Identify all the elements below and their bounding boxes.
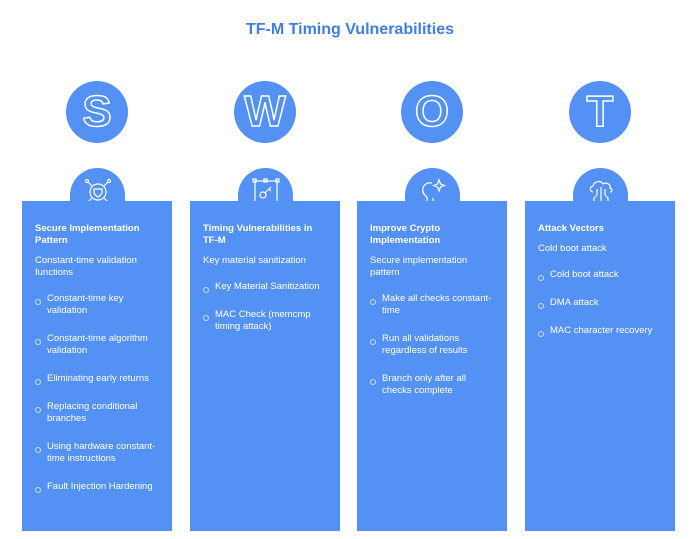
list-item: Eliminating early returns — [35, 373, 160, 385]
letter-badge: T — [569, 81, 631, 143]
list-item: Fault Injection Hardening — [35, 481, 160, 493]
swot-column-s: S Secure Implementation Pattern Constant… — [22, 0, 172, 539]
page-title: TF-M Timing Vulnerabilities — [245, 21, 454, 38]
list-item: Run all validations regardless of result… — [370, 333, 495, 357]
list-item: Key Material Sanitization — [203, 281, 328, 293]
letter-badge: O — [401, 81, 463, 143]
list-item: Make all checks constant-time — [370, 293, 495, 317]
swot-card: Timing Vulnerabilities in TF-M Key mater… — [190, 201, 340, 531]
list-item: Constant-time key validation — [35, 293, 160, 317]
card-heading: Timing Vulnerabilities in TF-M — [203, 223, 313, 246]
swot-column-t: T Attack Vectors Cold boot attack Cold b… — [525, 0, 675, 539]
card-subtitle: Cold boot attack — [538, 243, 607, 254]
swot-card: Attack Vectors Cold boot attack Cold boo… — [525, 201, 675, 531]
list-item: Using hardware constant-time instruction… — [35, 441, 160, 465]
list-item: DMA attack — [538, 297, 663, 309]
swot-column-w: W Timing Vulnerabilities in TF-M Key mat… — [190, 0, 340, 539]
letter-badge: W — [234, 81, 296, 143]
swot-column-o: O Improve Crypto Implementation Secure i… — [357, 0, 507, 539]
list-item: MAC character recovery — [538, 325, 663, 337]
letter-badge: S — [66, 81, 128, 143]
list-item: Replacing conditional branches — [35, 401, 160, 425]
swot-card: Secure Implementation Pattern Constant-t… — [22, 201, 172, 531]
card-heading: Attack Vectors — [538, 223, 605, 234]
list-item: MAC Check (memcmp timing attack) — [203, 309, 328, 333]
card-heading: Secure Implementation Pattern — [35, 223, 140, 246]
card-subtitle: Key material sanitization — [203, 255, 306, 266]
swot-card: Improve Crypto Implementation Secure imp… — [357, 201, 507, 531]
list-item: Constant-time algorithm validation — [35, 333, 160, 357]
card-heading: Improve Crypto Implementation — [370, 223, 441, 246]
list-item: Cold boot attack — [538, 269, 663, 281]
card-subtitle: Constant-time validation functions — [35, 255, 137, 278]
card-subtitle: Secure implementation pattern — [370, 255, 468, 278]
list-item: Branch only after all checks complete — [370, 373, 495, 397]
